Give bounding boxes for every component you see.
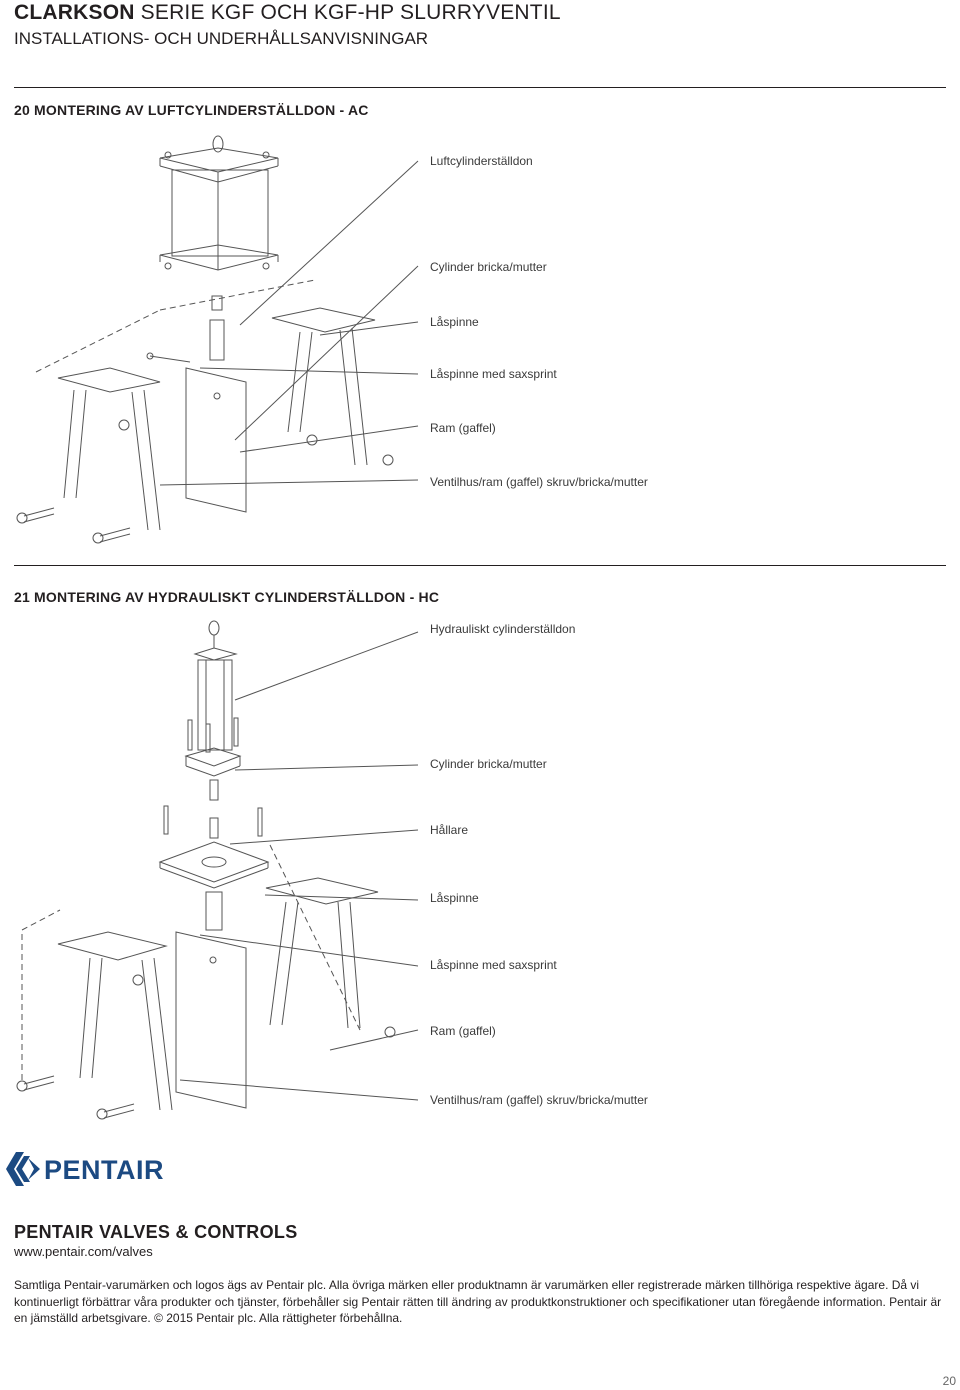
section-20-title: 20 MONTERING AV LUFTCYLINDERSTÄLLDON - A…: [14, 102, 369, 118]
s20-label-cylinder-washer-nut: Cylinder bricka/mutter: [430, 260, 547, 274]
leader-line: [234, 265, 419, 441]
company-name: PENTAIR VALVES & CONTROLS: [14, 1222, 298, 1242]
bolts: [16, 507, 131, 544]
yoke-left: [57, 367, 161, 531]
section-21-title: 21 MONTERING AV HYDRAULISKT CYLINDERSTÄL…: [14, 589, 440, 605]
holder-plate: [158, 841, 270, 883]
series-name: SERIE KGF OCH KGF-HP SLURRYVENTIL: [140, 1, 561, 24]
leader-line: [319, 321, 419, 336]
section-divider: [14, 565, 946, 566]
document-title: CLARKSON SERIE KGF OCH KGF-HP SLURRYVENT…: [14, 0, 561, 25]
s20-label-air-actuator: Luftcylinderställdon: [430, 154, 533, 168]
s21-label-hydraulic-actuator: Hydrauliskt cylinderställdon: [430, 622, 576, 636]
s21-label-frame-yoke: Ram (gaffel): [430, 1024, 496, 1038]
brand-name: CLARKSON: [14, 1, 135, 24]
s20-label-lock-pin-cotter: Låspinne med saxsprint: [430, 367, 557, 381]
leader-line: [239, 425, 419, 453]
hydraulic-cylinder-actuator: [184, 620, 242, 777]
logo-chevron-outer: [6, 1152, 24, 1186]
s21-label-lock-pin-cotter: Låspinne med saxsprint: [430, 958, 557, 972]
section-21-exploded-drawing: [16, 620, 419, 1120]
yoke-right: [265, 877, 396, 1038]
section-20-exploded-drawing: [16, 135, 419, 544]
s20-label-frame-yoke: Ram (gaffel): [430, 421, 496, 435]
yoke-left: [57, 931, 173, 1111]
leader-line: [159, 479, 419, 486]
pentair-logo-mark: PENTAIR: [6, 1152, 164, 1186]
header-divider: [14, 87, 946, 88]
leader-line: [239, 160, 419, 326]
gate-plate: [185, 367, 247, 513]
logo-wordmark: PENTAIR: [44, 1155, 164, 1185]
document-subtitle: INSTALLATIONS- OCH UNDERHÅLLSANVISNINGAR: [14, 29, 429, 48]
s20-label-lock-pin: Låspinne: [430, 315, 479, 329]
yoke-right: [271, 307, 394, 466]
page-header: CLARKSON SERIE KGF OCH KGF-HP SLURRYVENT…: [14, 0, 561, 50]
s21-label-holder: Hållare: [430, 823, 469, 837]
air-cylinder-actuator: [159, 135, 279, 271]
bolts: [16, 1075, 135, 1120]
company-url: www.pentair.com/valves: [14, 1244, 153, 1259]
s21-label-lock-pin: Låspinne: [430, 891, 479, 905]
s21-label-cylinder-washer-nut: Cylinder bricka/mutter: [430, 757, 547, 771]
page-number: 20: [942, 1374, 956, 1388]
logo-chevron-inner: [16, 1156, 30, 1182]
s20-label-body-bolts: Ventilhus/ram (gaffel) skruv/bricka/mutt…: [430, 475, 648, 489]
legal-notice: Samtliga Pentair-varumärken och logos äg…: [14, 1278, 942, 1325]
pentair-logo: PENTAIR: [6, 1146, 176, 1192]
gate-plate: [175, 931, 247, 1109]
leader-line: [199, 367, 419, 375]
s21-label-body-bolts: Ventilhus/ram (gaffel) skruv/bricka/mutt…: [430, 1093, 648, 1107]
